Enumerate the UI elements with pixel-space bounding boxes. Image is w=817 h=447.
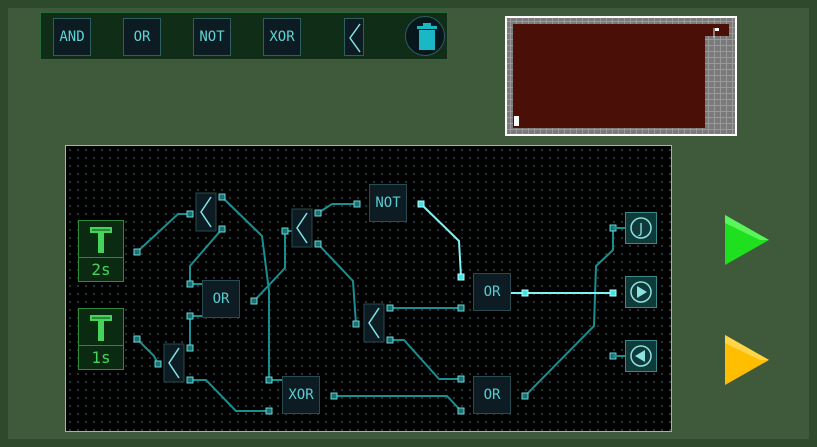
tool-and-button[interactable]: AND — [53, 18, 91, 56]
trash-icon — [417, 23, 437, 50]
timer-icon — [79, 309, 123, 346]
left-arrow-icon — [630, 345, 652, 367]
output-jump[interactable]: J — [625, 212, 657, 244]
gate-or-bottom[interactable]: OR — [473, 376, 511, 414]
gate-or-left[interactable]: OR — [202, 280, 240, 318]
timer-2s[interactable]: 2s — [78, 220, 124, 282]
tool-or-button[interactable]: OR — [123, 18, 161, 56]
step-button[interactable] — [722, 332, 772, 388]
tool-xor-button[interactable]: XOR — [263, 18, 301, 56]
play-button[interactable] — [722, 212, 772, 268]
player-marker — [514, 116, 519, 126]
output-left[interactable] — [625, 340, 657, 372]
gate-xor[interactable]: XOR — [282, 376, 320, 414]
gate-toolbar: AND OR NOT XOR — [40, 12, 448, 60]
timer-label: 1s — [91, 348, 111, 367]
gate-not[interactable]: NOT — [369, 184, 407, 222]
timer-label: 2s — [91, 260, 111, 279]
gate-or-middle[interactable]: OR — [473, 273, 511, 311]
jump-icon: J — [630, 217, 652, 239]
trash-button[interactable] — [405, 16, 445, 56]
svg-text:J: J — [638, 222, 643, 237]
tool-splitter-button[interactable] — [344, 18, 364, 56]
circuit-board[interactable]: NOT OR OR XOR OR 2s 1s J — [65, 145, 672, 432]
splitters — [163, 192, 385, 383]
minimap-view — [507, 18, 735, 134]
timer-icon — [79, 221, 123, 258]
right-arrow-icon — [630, 281, 652, 303]
timer-1s[interactable]: 1s — [78, 308, 124, 370]
wires-layer — [133, 192, 617, 415]
splitter-icon — [349, 23, 361, 53]
tool-not-button[interactable]: NOT — [193, 18, 231, 56]
level-minimap — [505, 16, 737, 136]
output-right[interactable] — [625, 276, 657, 308]
